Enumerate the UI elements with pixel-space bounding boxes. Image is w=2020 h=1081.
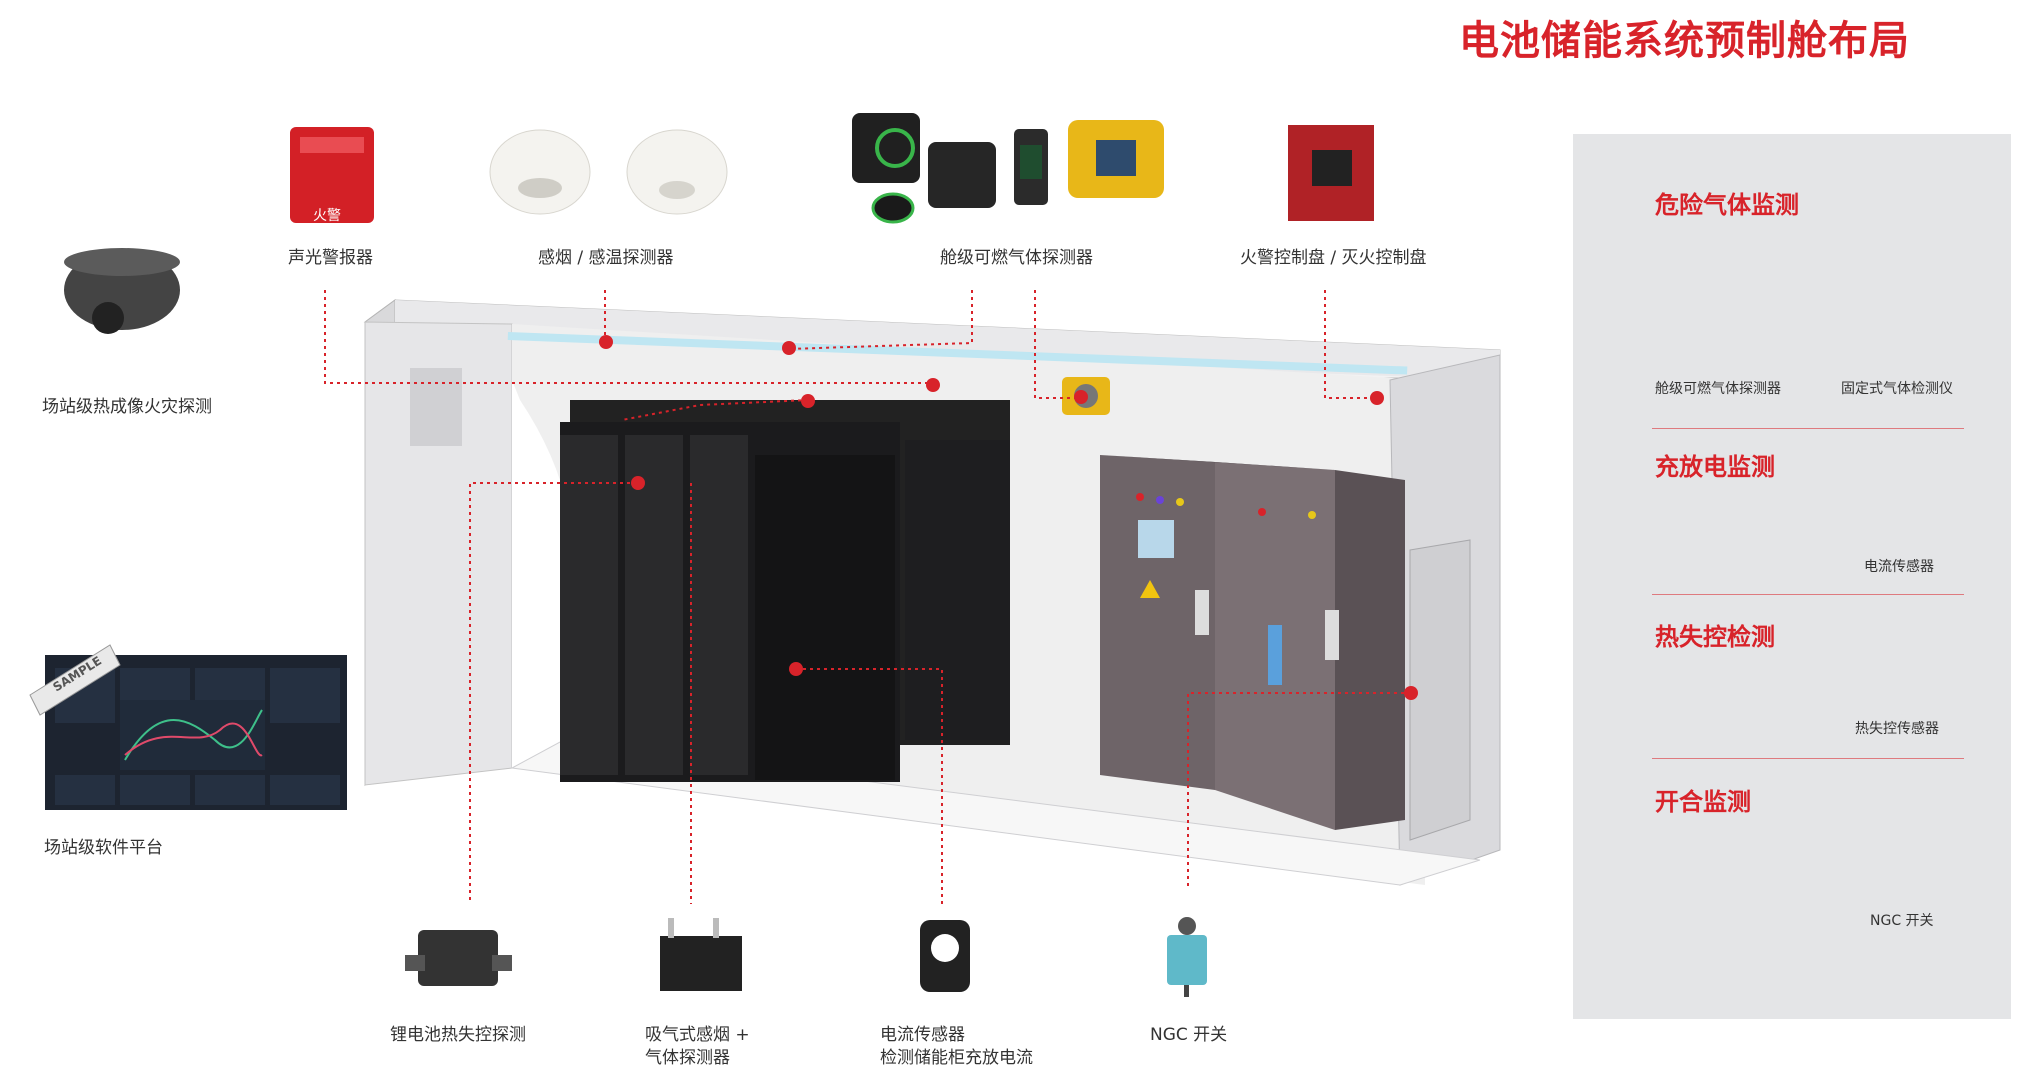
alarm-badge: 火警: [313, 208, 341, 224]
section-title-thermal: 热失控检测: [1655, 623, 1775, 651]
label-current-line1: 电流传感器: [880, 1025, 965, 1045]
section-title-gas: 危险气体监测: [1655, 191, 1799, 219]
leader-dots: [599, 335, 1418, 700]
label-current-line2: 检测储能柜充放电流: [880, 1048, 1033, 1068]
page-title: 电池储能系统预制舱布局: [1459, 18, 1910, 64]
cabin-gas-detector-icons: [852, 113, 1164, 224]
audible-alarm-icon: [290, 127, 374, 223]
heat-detector-icon: [626, 129, 728, 215]
panel-item-thermal-sensor: 热失控传感器: [1855, 721, 1939, 737]
thermal-camera-icon: [64, 248, 180, 334]
label-ngc-switch: NGC 开关: [1150, 1025, 1228, 1045]
panel-item-fixed-gas: 固定式气体检测仪: [1841, 381, 1953, 397]
label-smoke-heat-detector: 感烟 / 感温探测器: [538, 248, 674, 268]
thermal-runaway-sensor-icon: [405, 930, 512, 986]
section-divider: [1652, 758, 1964, 759]
label-software-platform: 场站级软件平台: [44, 838, 163, 858]
battery-racks: [560, 400, 1010, 782]
control-cabinet: [1100, 455, 1405, 830]
section-title-charge: 充放电监测: [1655, 453, 1775, 481]
smoke-detector-icon: [489, 129, 591, 215]
label-aspirating-line2: 气体探测器: [645, 1048, 730, 1068]
fire-control-panel-icon: [1288, 125, 1374, 221]
label-cabin-gas-detector: 舱级可燃气体探测器: [940, 248, 1093, 268]
label-audible-alarm: 声光警报器: [288, 248, 373, 268]
monitoring-panel: [1573, 134, 2011, 1019]
panel-item-cabin-gas: 舱级可燃气体探测器: [1655, 381, 1781, 397]
leader-lines: [324, 290, 1411, 904]
software-platform-screenshot: [29, 644, 347, 810]
section-divider: [1652, 594, 1964, 595]
label-fire-control-panel: 火警控制盘 / 灭火控制盘: [1240, 248, 1427, 268]
section-title-switch: 开合监测: [1655, 788, 1751, 816]
aspirating-detector-icon: [660, 918, 742, 991]
panel-item-ngc-switch: NGC 开关: [1870, 913, 1934, 929]
label-aspirating-line1: 吸气式感烟 +: [645, 1025, 750, 1045]
label-thermal-camera: 场站级热成像火灾探测: [42, 397, 212, 417]
section-divider: [1652, 428, 1964, 429]
vent-icon: [410, 368, 462, 446]
label-thermal-runaway: 锂电池热失控探测: [390, 1025, 526, 1045]
current-sensor-icon: [920, 920, 970, 992]
ngc-switch-icon: [1167, 917, 1207, 997]
panel-item-current-sensor: 电流传感器: [1864, 559, 1934, 575]
